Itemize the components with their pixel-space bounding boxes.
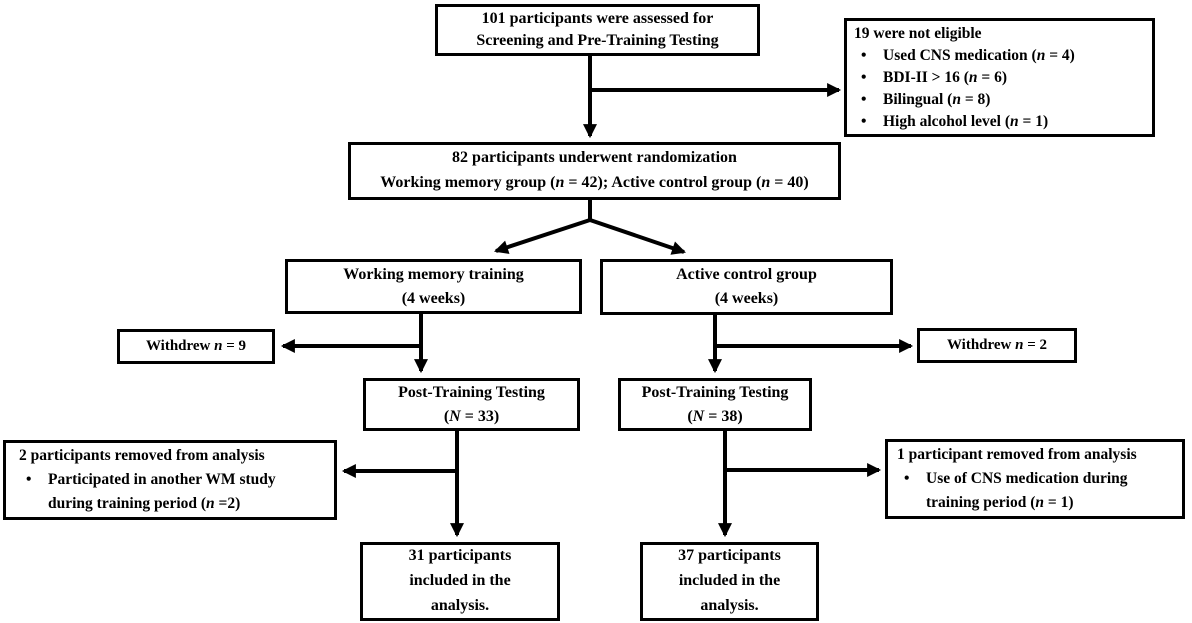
box-removed-active: 1 participant removed from analysis•Use … <box>885 439 1185 519</box>
box-not-eligible: 19 were not eligible•Used CNS medication… <box>844 18 1155 137</box>
box-wm-training: Working memory training(4 weeks) <box>285 259 582 314</box>
bullet-marker: • <box>861 90 867 108</box>
bullet-marker: • <box>861 46 867 64</box>
bullet-marker: • <box>861 68 867 86</box>
box-withdrew-wm: Withdrew n = 9 <box>117 329 275 364</box>
box-active-control: Active control group(4 weeks) <box>600 259 893 315</box>
box-removed-wm: 2 participants removed from analysis•Par… <box>3 440 337 520</box>
arrow-randomized-to-wm <box>494 218 591 254</box>
box-post-training-active: Post-Training Testing(N = 38) <box>618 378 812 431</box>
bullet-marker: • <box>861 112 867 130</box>
arrow-randomized-to-active <box>589 218 686 255</box>
bullet-marker: • <box>904 470 910 487</box>
bullet-marker: • <box>26 471 32 488</box>
box-post-training-wm: Post-Training Testing(N = 33) <box>363 378 580 431</box>
box-withdrew-active: Withdrew n = 2 <box>917 328 1077 363</box>
